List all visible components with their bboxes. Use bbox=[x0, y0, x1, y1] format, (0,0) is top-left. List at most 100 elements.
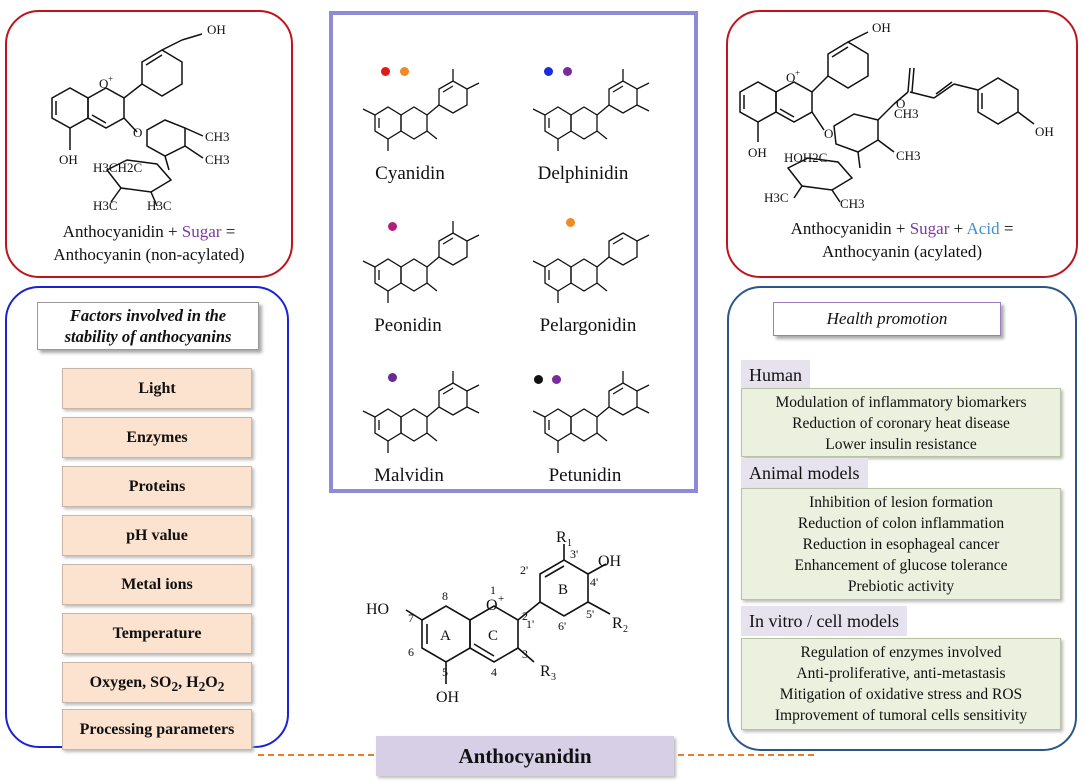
svg-text:6: 6 bbox=[408, 645, 414, 659]
factors-title-line2: stability of anthocyanins bbox=[64, 327, 232, 346]
svg-text:C: C bbox=[488, 628, 498, 644]
caption-anthocyanidin: Anthocyanidin + bbox=[62, 222, 182, 241]
caption-sugar: Sugar bbox=[181, 222, 222, 241]
svg-text:R: R bbox=[540, 663, 551, 680]
svg-text:+: + bbox=[108, 74, 113, 84]
svg-text:1': 1' bbox=[526, 617, 534, 631]
factor-light: Light bbox=[62, 368, 252, 409]
list-item: Improvement of tumoral cells sensitivity bbox=[774, 707, 1028, 724]
caption-acid: Acid bbox=[966, 219, 1000, 238]
svg-text:O: O bbox=[896, 96, 905, 111]
svg-text:1: 1 bbox=[567, 538, 572, 549]
acylated-structure: O + OH OH OH O O CH3 CH3 HOH2C H3C CH3 bbox=[739, 20, 1054, 211]
factor-temperature: Temperature bbox=[62, 613, 252, 654]
compound-name-pelargonidin: Pelargonidin bbox=[539, 315, 637, 336]
list-item: Reduction of coronary heat disease bbox=[792, 415, 1010, 432]
svg-text:2: 2 bbox=[522, 609, 528, 623]
health-group-human-label: Human bbox=[741, 360, 810, 390]
list-item: Lower insulin resistance bbox=[825, 436, 977, 453]
svg-text:H3C: H3C bbox=[147, 198, 172, 212]
compound-name-peonidin: Peonidin bbox=[374, 315, 442, 336]
caption-result: Anthocyanin (acylated) bbox=[821, 242, 982, 261]
svg-text:OH: OH bbox=[1035, 124, 1054, 139]
compound-name-cyanidin: Cyanidin bbox=[375, 163, 445, 184]
health-title: Health promotion bbox=[773, 302, 1001, 336]
svg-text:6': 6' bbox=[558, 619, 566, 633]
svg-text:OH: OH bbox=[59, 152, 78, 167]
compound-name-petunidin: Petunidin bbox=[548, 465, 622, 486]
svg-text:+: + bbox=[498, 593, 504, 605]
svg-text:O: O bbox=[486, 597, 498, 614]
non-acylated-anthocyanin-panel: O + OH OH O CH3 CH3 H3CH2C H3C H3C Antho… bbox=[5, 10, 293, 278]
factor-enzymes: Enzymes bbox=[62, 417, 252, 458]
compound-name-malvidin: Malvidin bbox=[374, 465, 444, 486]
caption-anthocyanidin: Anthocyanidin + bbox=[790, 219, 910, 238]
svg-text:OH: OH bbox=[748, 145, 767, 160]
list-item: Reduction in esophageal cancer bbox=[802, 536, 1000, 553]
structure-delphinidin bbox=[532, 69, 650, 151]
color-dot-petunidin-2 bbox=[552, 375, 561, 384]
health-group-human-box: Modulation of inflammatory biomarkers Re… bbox=[741, 388, 1061, 457]
svg-text:4': 4' bbox=[590, 575, 598, 589]
health-group-invitro-box: Regulation of enzymes involved Anti-prol… bbox=[741, 638, 1061, 730]
health-promotion-panel: Health promotion Human Modulation of inf… bbox=[727, 286, 1077, 751]
structure-petunidin bbox=[532, 371, 650, 453]
list-item: Enhancement of glucose tolerance bbox=[794, 557, 1008, 574]
svg-text:O: O bbox=[133, 125, 142, 140]
factor-oxygen: Oxygen, SO2, H2O2 bbox=[62, 662, 252, 703]
svg-text:CH3: CH3 bbox=[894, 106, 919, 121]
non-acylated-caption: Anthocyanidin + Sugar = Anthocyanin (non… bbox=[7, 220, 291, 266]
factors-title: Factors involved in the stability of ant… bbox=[37, 302, 259, 350]
list-item: Regulation of enzymes involved bbox=[800, 644, 1002, 661]
caption-sugar: Sugar bbox=[909, 219, 950, 238]
caption-equals: = bbox=[999, 219, 1014, 238]
list-item: Anti-proliferative, anti-metastasis bbox=[796, 665, 1006, 682]
color-dot-peonidin-1 bbox=[388, 222, 397, 231]
color-dot-petunidin-1 bbox=[534, 375, 543, 384]
svg-text:CH3: CH3 bbox=[205, 129, 230, 144]
svg-text:H3C: H3C bbox=[93, 198, 118, 212]
factors-title-line1: Factors involved in the bbox=[69, 306, 227, 325]
caption-equals: = bbox=[221, 222, 236, 241]
structure-malvidin bbox=[362, 371, 480, 453]
color-dot-cyanidin-1 bbox=[381, 67, 390, 76]
svg-text:CH3: CH3 bbox=[896, 148, 921, 163]
svg-text:2': 2' bbox=[520, 563, 528, 577]
svg-text:OH: OH bbox=[598, 553, 622, 570]
svg-text:HO: HO bbox=[366, 601, 389, 618]
svg-text:H3C: H3C bbox=[764, 190, 789, 205]
color-dot-delphinidin-1 bbox=[544, 67, 553, 76]
list-item: Modulation of inflammatory biomarkers bbox=[775, 394, 1027, 411]
compound-structures bbox=[362, 69, 650, 453]
svg-text:H3CH2C: H3CH2C bbox=[93, 160, 142, 175]
svg-text:7: 7 bbox=[408, 611, 414, 625]
svg-text:R: R bbox=[612, 615, 623, 632]
svg-text:5': 5' bbox=[586, 607, 594, 621]
svg-text:CH3: CH3 bbox=[840, 196, 865, 211]
factor-metal-ions: Metal ions bbox=[62, 564, 252, 605]
anthocyanidin-title: Anthocyanidin bbox=[376, 736, 674, 776]
svg-text:HOH2C: HOH2C bbox=[784, 150, 827, 165]
svg-text:R: R bbox=[556, 530, 567, 546]
list-item: Mitigation of oxidative stress and ROS bbox=[779, 686, 1023, 703]
health-group-invitro-label: In vitro / cell models bbox=[741, 606, 907, 636]
svg-text:3: 3 bbox=[551, 672, 556, 683]
color-dot-delphinidin-2 bbox=[563, 67, 572, 76]
svg-text:3: 3 bbox=[522, 647, 528, 661]
svg-text:5: 5 bbox=[442, 665, 448, 679]
color-dot-malvidin-1 bbox=[388, 373, 397, 382]
factor-proteins: Proteins bbox=[62, 466, 252, 507]
factor-ph-value: pH value bbox=[62, 515, 252, 556]
svg-text:A: A bbox=[440, 628, 451, 644]
color-dot-pelargonidin-1 bbox=[566, 218, 575, 227]
svg-text:8: 8 bbox=[442, 589, 448, 603]
svg-text:O: O bbox=[99, 76, 108, 91]
health-group-animal-label: Animal models bbox=[741, 458, 868, 488]
factor-processing-parameters: Processing parameters bbox=[62, 709, 252, 750]
structure-cyanidin bbox=[362, 69, 480, 151]
structure-peonidin bbox=[362, 221, 480, 303]
svg-text:CH3: CH3 bbox=[205, 152, 230, 167]
svg-text:OH: OH bbox=[872, 20, 891, 35]
compound-name-delphinidin: Delphinidin bbox=[537, 163, 629, 184]
color-dot-cyanidin-2 bbox=[400, 67, 409, 76]
